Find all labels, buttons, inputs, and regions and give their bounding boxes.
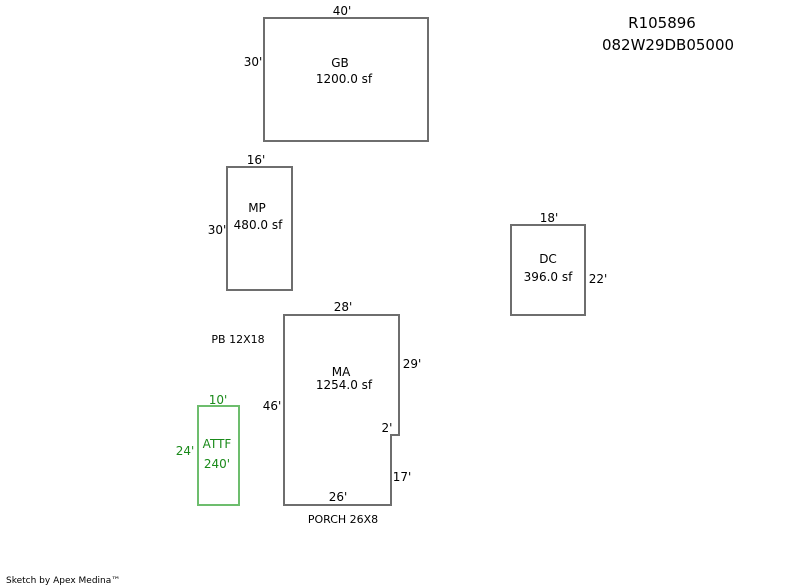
attf-height-label: 24' [176, 444, 195, 458]
dc-height-label: 22' [589, 272, 608, 286]
ma-bottom-label: 26' [329, 490, 348, 504]
dc-area: 396.0 sf [524, 270, 573, 284]
mp-height-label: 30' [208, 223, 227, 237]
gb-outline [263, 17, 429, 142]
sketch-credit: Sketch by Apex Medina™ [6, 576, 120, 586]
area-gb: 40' 30' GB 1200.0 sf [244, 4, 429, 142]
ma-outline [283, 314, 400, 506]
attf-outline [197, 405, 240, 506]
ma-right-upper-label: 29' [403, 357, 422, 371]
area-mp: 16' 30' MP 480.0 sf [208, 153, 293, 291]
mp-code: MP [248, 201, 266, 215]
dc-code: DC [539, 252, 557, 266]
gb-area: 1200.0 sf [316, 72, 373, 86]
area-dc: 18' 22' DC 396.0 sf [510, 211, 608, 316]
parcel-id: R105896 [628, 14, 696, 32]
dc-width-label: 18' [540, 211, 559, 225]
pb-note: PB 12X18 [211, 333, 264, 346]
ma-notch-label: 2' [382, 421, 393, 435]
ma-code: MA [332, 365, 351, 379]
gb-width-label: 40' [333, 4, 352, 18]
attf-width-label: 10' [209, 393, 228, 407]
gb-height-label: 30' [244, 55, 263, 69]
ma-area: 1254.0 sf [316, 378, 373, 392]
map-number: 082W29DB05000 [602, 36, 734, 54]
mp-area: 480.0 sf [234, 218, 283, 232]
ma-left-label: 46' [263, 399, 282, 413]
attf-area: 240' [204, 457, 230, 471]
gb-code: GB [331, 56, 349, 70]
attf-code: ATTF [203, 437, 232, 451]
area-ma: 28' 46' 29' 2' 17' 26' MA 1254.0 sf [263, 300, 422, 506]
ma-right-lower-label: 17' [393, 470, 412, 484]
ma-top-label: 28' [334, 300, 353, 314]
area-attf: 10' 24' ATTF 240' [176, 393, 240, 506]
dc-outline [510, 224, 586, 316]
porch-note: PORCH 26X8 [308, 513, 378, 526]
mp-width-label: 16' [247, 153, 266, 167]
mp-outline [226, 166, 293, 291]
